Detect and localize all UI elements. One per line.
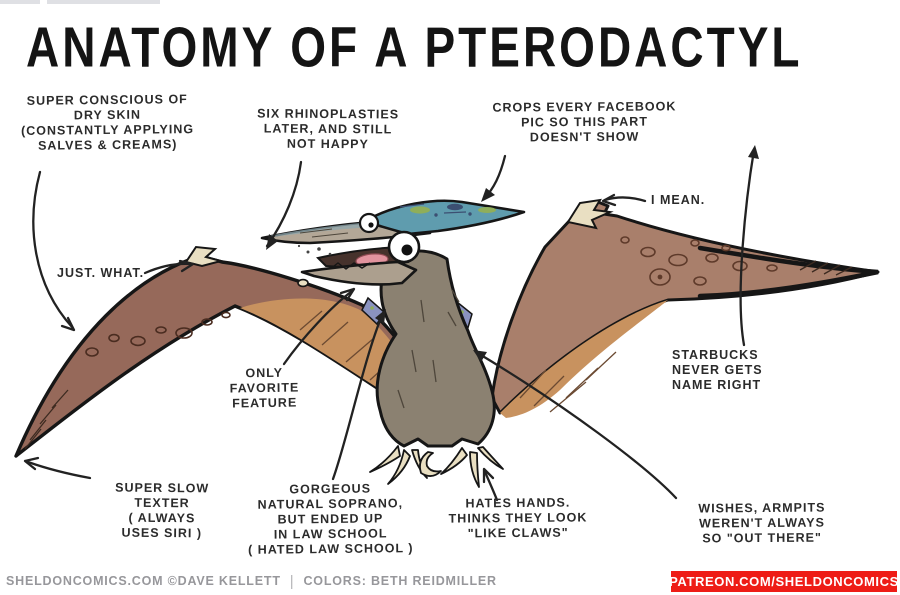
right-wing-tan-band [500,300,668,418]
scan-artifact-bar [0,0,40,4]
right-wing-claw [566,198,614,230]
arrow-favorite-feature [282,287,356,366]
body [361,249,504,488]
right-wing [490,198,880,418]
arrow-soprano [331,309,386,481]
right-wing-hatching [519,351,617,413]
beak-shading [299,228,349,238]
arrow-slow-texter [23,456,92,480]
right-wing-spots [620,236,778,286]
arrow-armpits [473,350,678,500]
label-facebook-crop: CROPS EVERY FACEBOOK PIC SO THIS PART DO… [492,99,677,145]
arrow-dry-skin [32,170,76,332]
label-i-mean: I MEAN. [651,193,706,207]
arrow-starbucks [739,145,759,347]
head [260,199,526,286]
arrow-hates-hands [482,467,499,502]
colorist-credit: COLORS: BETH REIDMILLER [303,574,497,588]
eye-small [358,212,380,234]
label-hates-hands: HATES HANDS. THINKS THEY LOOK "LIKE CLAW… [448,495,588,541]
right-wing-membrane [490,200,880,415]
label-dry-skin: SUPER CONSCIOUS OF DRY SKIN (CONSTANTLY … [20,92,195,153]
head-crest [363,199,526,236]
left-wing-claw [184,245,225,268]
scan-artifact-bar [47,0,160,4]
feet-claws [369,445,504,488]
membrane-speckle [370,306,374,310]
page-title: ANATOMY OF A PTERODACTYL [26,15,803,79]
label-just-what: JUST. WHAT. [57,266,145,280]
body-shading [397,289,460,409]
arrow-rhinoplasty [265,160,303,250]
label-soprano: GORGEOUS NATURAL SOPRANO, BUT ENDED UP I… [248,481,414,557]
right-wing-edge-emphasis [697,245,879,299]
right-wingtip-hatching [799,260,853,276]
crest-pattern [399,203,496,217]
label-slow-texter: SUPER SLOW TEXTER ( ALWAYS USES SIRI ) [115,480,210,541]
arrow-facebook [481,154,507,202]
left-wingtip-hatching [24,389,69,450]
footer-credits: SHELDONCOMICS.COM ©DAVE KELLETT | COLORS… [6,570,497,592]
left-wing-knuckle [297,278,309,288]
label-starbucks: STARBUCKS NEVER GETS NAME RIGHT [672,348,763,392]
site-credit: SHELDONCOMICS.COM ©DAVE KELLETT [6,574,281,588]
lower-jaw [300,260,418,286]
label-armpits: WISHES, ARMPITS WEREN'T ALWAYS SO "OUT T… [698,500,826,546]
pupil-large [401,244,413,256]
pupil-small [368,222,374,228]
label-favorite-feature: ONLY FAVORITE FEATURE [229,365,300,411]
arrow-i-mean [601,193,647,207]
jaw-serration [329,262,371,270]
footer-divider: | [289,572,295,590]
annotation-arrows [23,145,759,502]
torso [375,249,496,448]
left-wing-spots [85,311,231,357]
label-rhinoplasty: SIX RHINOPLASTIES LATER, AND STILL NOT H… [257,106,400,152]
spittle-dots [297,244,332,256]
patreon-badge: PATREON.COM/SHELDONCOMICS [669,571,898,592]
arrow-just-what [143,259,195,275]
